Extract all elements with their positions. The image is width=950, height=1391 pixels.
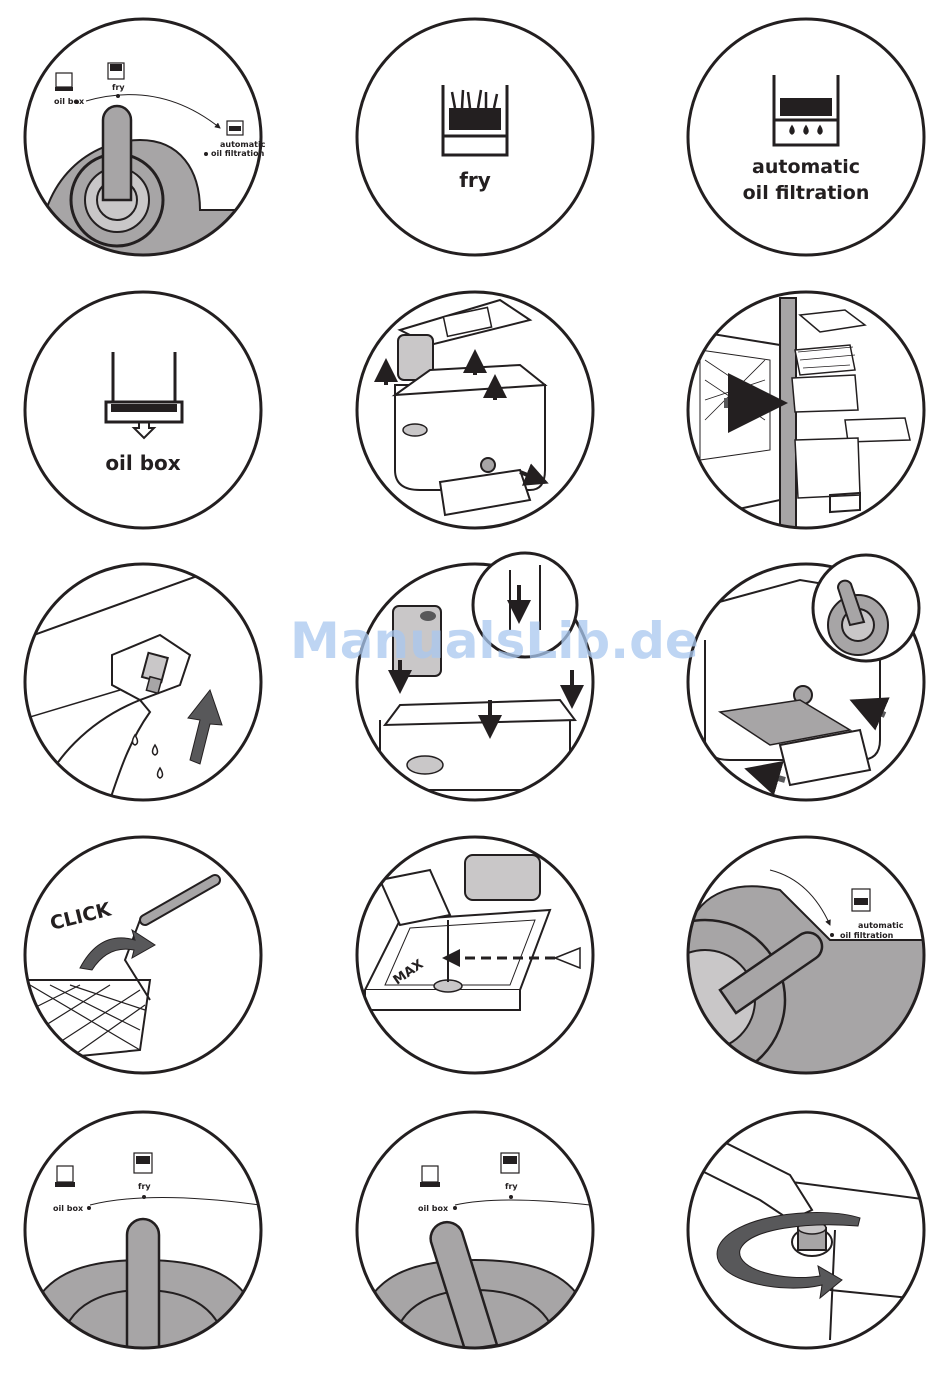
rotate-arrow-icon <box>80 930 155 970</box>
panel-unscrew-valve <box>688 1112 930 1348</box>
panel-automatic-oil-filtration: automatic oil filtration <box>688 19 924 255</box>
oil-filtration-icon <box>852 889 870 911</box>
click-label: CLICK <box>48 898 115 935</box>
panel-dial-fry: oil box fry <box>25 1112 261 1360</box>
oil-filtration-label: oil filtration <box>840 931 894 940</box>
panel-fill-max: MAX <box>357 837 593 1073</box>
oil-box-label: oil box <box>105 451 180 475</box>
panel-basket-click: CLICK <box>20 837 261 1073</box>
panel-dishwasher <box>688 292 924 528</box>
panel-disassembly <box>357 292 593 528</box>
panel-fry: fry <box>357 19 593 255</box>
oil-box-icon <box>55 73 73 91</box>
fry-icon <box>108 63 124 79</box>
oil-box-icon <box>55 1166 75 1187</box>
rotate-arrow-icon <box>717 1212 860 1298</box>
panel-dial-oil-box: oil box fry <box>357 1112 593 1350</box>
automatic-label: automatic <box>220 140 266 149</box>
oil-box-label: oil box <box>54 97 85 106</box>
panel-dial-filtration: oil box fry automatic oil filtration <box>25 19 266 260</box>
oil-box-label: oil box <box>418 1204 449 1213</box>
oil-box-icon <box>420 1166 440 1187</box>
panel-oil-box: oil box <box>25 292 261 528</box>
panel-dial-to-filtration: automatic oil filtration <box>625 837 930 1080</box>
fry-label: fry <box>138 1182 151 1191</box>
fry-icon <box>134 1153 152 1173</box>
panel-press-valve <box>20 564 261 800</box>
fry-label: fry <box>459 168 491 192</box>
panel-refit-oil-box <box>688 555 924 800</box>
automatic-label: automatic <box>752 156 860 178</box>
watermark: ManualsLib.de <box>290 612 699 670</box>
fry-label: fry <box>112 83 125 92</box>
automatic-label: automatic <box>858 921 904 930</box>
fry-icon <box>501 1153 519 1173</box>
oil-filtration-icon <box>227 121 243 135</box>
oil-filtration-label: oil filtration <box>211 149 265 158</box>
oil-filtration-label: oil filtration <box>743 182 870 204</box>
panel-reassembly <box>357 553 593 800</box>
arrow-up-icon <box>188 690 222 764</box>
oil-box-label: oil box <box>53 1204 84 1213</box>
fry-label: fry <box>505 1182 518 1191</box>
